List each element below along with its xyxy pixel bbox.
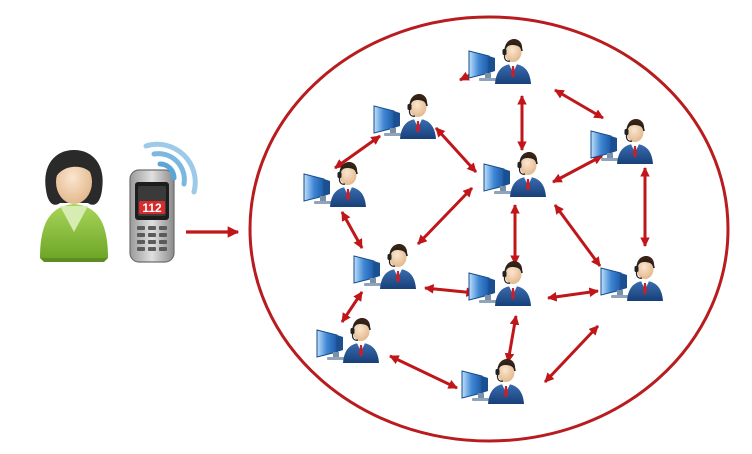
wireless-signal-icon — [143, 141, 198, 195]
bidirectional-arrow-icon — [340, 291, 364, 323]
call-center-agent-icon — [468, 38, 532, 85]
call-center-agent-icon — [461, 358, 525, 405]
bidirectional-arrow-icon — [504, 315, 520, 363]
network-links — [334, 64, 650, 390]
call-center-agent-icon — [353, 243, 417, 290]
call-center-agent-icon — [600, 255, 664, 302]
bidirectional-arrow-icon — [553, 204, 602, 267]
woman-user-icon — [40, 150, 108, 262]
call-center-agent-icon — [316, 317, 380, 364]
bidirectional-arrow-icon — [340, 211, 364, 249]
bidirectional-arrow-icon — [416, 186, 474, 246]
bidirectional-arrow-icon — [434, 126, 478, 174]
bidirectional-arrow-icon — [547, 287, 599, 302]
network-boundary-circle — [248, 15, 730, 443]
bidirectional-arrow-icon — [424, 284, 476, 297]
phone-screen-text: 112 — [142, 201, 162, 215]
bidirectional-arrow-icon — [543, 324, 600, 384]
bidirectional-arrow-icon — [552, 154, 603, 184]
call-center-agent-icon — [468, 260, 532, 307]
mobile-phone-icon: 112 — [129, 169, 175, 263]
bidirectional-arrow-icon — [389, 354, 458, 390]
call-center-agent-icon — [373, 93, 437, 140]
call-center-agent-icon — [483, 151, 547, 198]
network-nodes — [303, 38, 664, 405]
bidirectional-arrow-icon — [334, 134, 381, 170]
bidirectional-arrow-icon — [554, 88, 604, 120]
call-center-agent-icon — [303, 161, 367, 208]
